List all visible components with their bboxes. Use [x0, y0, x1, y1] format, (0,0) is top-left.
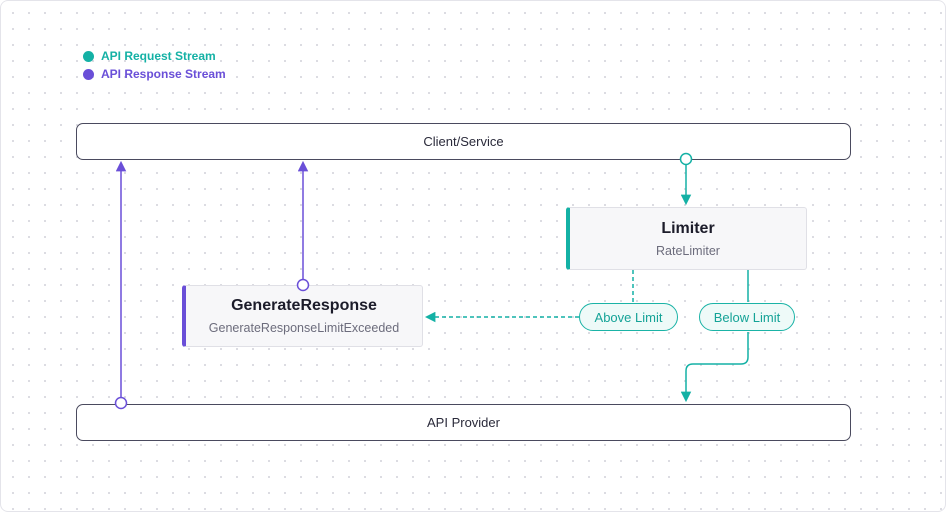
- client-service-node: Client/Service: [76, 123, 851, 160]
- below-limit-label: Below Limit: [699, 303, 795, 331]
- generate-response-subtitle: GenerateResponseLimitExceeded: [208, 321, 400, 335]
- legend-item-request: API Request Stream: [83, 47, 226, 65]
- request-dot-icon: [83, 50, 94, 62]
- generate-response-title: GenerateResponse: [231, 297, 377, 314]
- limiter-subtitle: RateLimiter: [656, 243, 720, 258]
- generate-response-node: GenerateResponse GenerateResponseLimitEx…: [182, 285, 423, 347]
- api-provider-node: API Provider: [76, 404, 851, 441]
- response-dot-icon: [83, 68, 94, 80]
- legend-label-request: API Request Stream: [101, 49, 216, 63]
- provider-port: [114, 396, 128, 410]
- generate-port: [296, 278, 310, 292]
- below-limit-edge: [680, 332, 749, 403]
- legend-label-response: API Response Stream: [101, 67, 226, 81]
- legend-item-response: API Response Stream: [83, 65, 226, 83]
- client-port: [679, 152, 693, 166]
- limiter-node: Limiter RateLimiter: [566, 207, 807, 270]
- limiter-title: Limiter: [661, 219, 715, 237]
- legend: API Request Stream API Response Stream: [83, 47, 226, 83]
- above-limit-label: Above Limit: [579, 303, 678, 331]
